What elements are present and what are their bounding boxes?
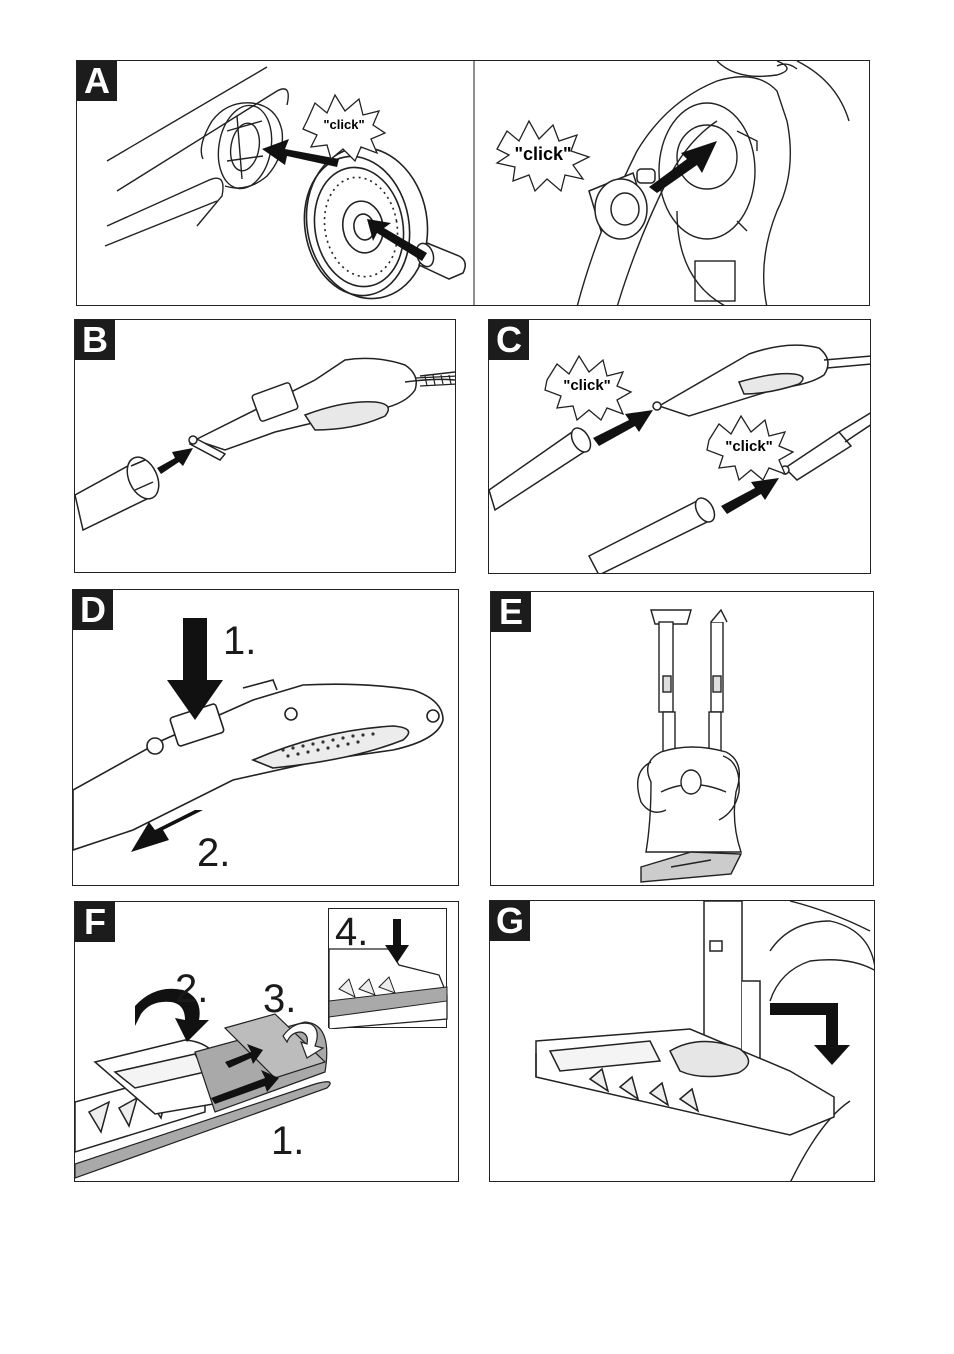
click-label-c-top: "click" [563,377,611,394]
panel-a: A [76,60,870,306]
panel-c: C "click" "click" [488,319,871,574]
panel-d-illustration: 1. 2. [73,618,444,875]
handle-icon [188,357,455,461]
click-burst-icon: "click" [302,93,387,163]
step-label: 2. [175,967,208,1011]
panel-a-illustration: "click" "click" [104,61,850,305]
click-burst-icon: "click" [544,354,633,422]
panel-f-tag: F [75,902,115,942]
step-label: 3. [263,977,296,1021]
step-label: 2. [197,831,230,875]
nozzle-icon [535,1028,835,1136]
click-label-c-bottom: "click" [725,438,773,455]
panel-a-tag: A [77,61,117,101]
handle-icon [73,679,444,851]
panel-e-illustration [637,608,743,883]
click-label-a-left: "click" [323,117,364,132]
panel-c-tag: C [489,320,529,360]
panel-c-illustration: "click" "click" [489,344,870,573]
panel-b: B [74,319,456,573]
panel-f-illustration: 2. 3. 1. [75,967,331,1179]
arrow-icon [721,478,779,514]
roller-icon [588,168,656,240]
steam-cleaner-icon [637,608,743,883]
rotate-arrow-icon [135,988,209,1042]
click-label-a-right: "click" [514,144,571,164]
arrow-icon [593,410,653,446]
nozzle-icon [780,412,870,481]
step-label: 1. [223,619,256,663]
hose-icon [414,374,455,387]
step-label: 4. [335,910,368,954]
step-label: 1. [271,1119,304,1163]
inset-illustration: 4. [329,910,448,1029]
arrow-icon [225,1044,263,1068]
panel-e: E [490,591,874,886]
click-burst-icon: "click" [706,414,795,482]
arrow-icon [131,810,203,852]
panel-d: D 1. 2. [72,589,459,886]
grip-dots-icon [281,732,375,758]
panel-f-inset: 4. [328,908,448,1029]
arrow-icon [211,1070,279,1104]
clip-icon [223,1013,327,1079]
rotate-arrow-icon [282,1022,325,1059]
panel-f: F 2. 3. 1. 4. [74,901,459,1182]
machine-side-icon [769,901,874,1181]
handle-icon [652,344,870,417]
arrow-icon [385,919,409,963]
click-burst-icon: "click" [495,119,591,193]
wheel-icon [303,146,429,300]
cloth-strip-icon [75,1081,331,1179]
panel-d-tag: D [73,590,113,630]
panel-g-illustration [535,901,874,1181]
panel-e-tag: E [491,592,531,632]
tube-icon [489,427,716,573]
panel-b-tag: B [75,320,115,360]
arrow-icon [649,141,717,193]
appliance-body-icon [104,66,289,247]
panel-g-tag: G [490,901,530,941]
panel-g: G [489,900,875,1182]
tube-icon [703,901,761,1062]
arrow-icon [770,1003,850,1065]
arrow-icon [262,139,427,261]
tube-icon [75,456,160,532]
arrow-icon [167,618,223,720]
arrow-icon [157,448,193,474]
panel-b-illustration [75,357,455,532]
